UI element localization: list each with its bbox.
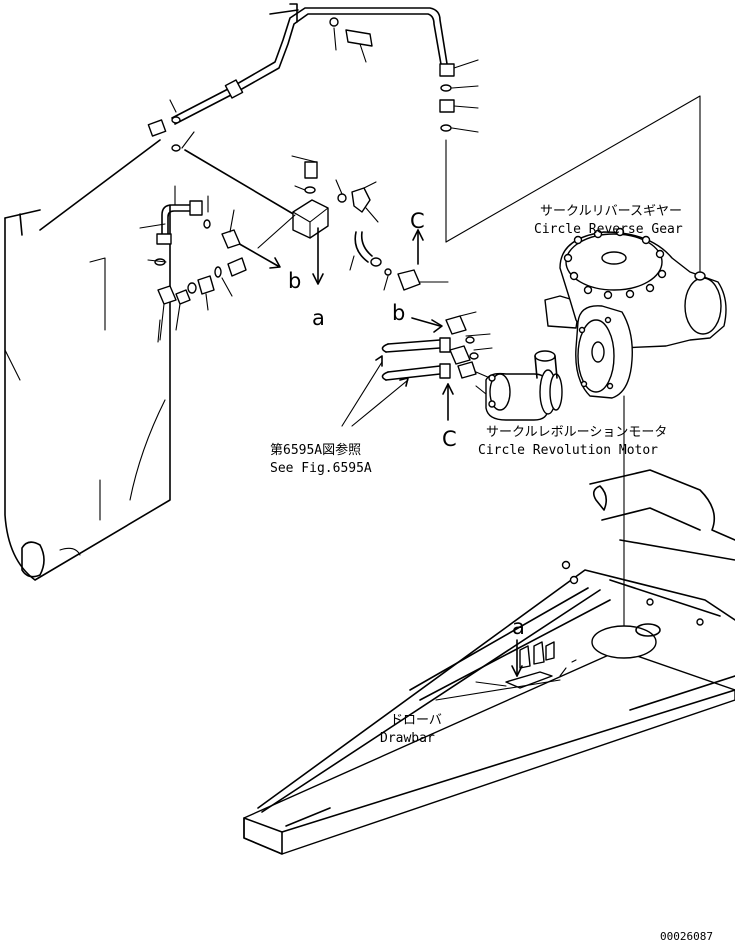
ref-a-label-2: a: [512, 615, 525, 639]
circle-reverse-gear: [445, 95, 727, 641]
ref-c-label-1: C: [410, 209, 425, 233]
figure-number: 00026087: [660, 930, 713, 943]
circle-revolution-motor: [475, 350, 563, 421]
left-fittings-group: [147, 185, 247, 343]
left-frame-outline: [4, 204, 171, 581]
circle-revolution-motor-label-en: Circle Revolution Motor: [478, 443, 658, 458]
drawbar-label-jp: ドローバ: [390, 713, 442, 728]
circle-reverse-gear-label-en: Circle Reverse Gear: [534, 222, 683, 237]
tee-and-block-fittings: [39, 99, 379, 285]
ref-a-label-1: a: [312, 306, 325, 330]
drawbar-label-en: Drawbar: [380, 731, 435, 746]
callout-labels: サークルリバースギヤー Circle Reverse Gear サークルレボルー…: [270, 204, 713, 943]
drawbar: [243, 469, 735, 855]
middle-hoses: [349, 229, 449, 291]
ref-c-label-2: C: [442, 427, 457, 451]
ref-b-label-1: b: [288, 269, 301, 293]
top-hydraulic-pipe: [171, 3, 479, 133]
ref-b-label-2: b: [392, 301, 405, 325]
see-fig-label-jp: 第6595A図参照: [270, 442, 361, 458]
circle-reverse-gear-label-jp: サークルリバースギヤー: [540, 204, 682, 219]
circle-revolution-motor-label-jp: サークルレボルーションモータ: [486, 425, 667, 440]
see-fig-label-en: See Fig.6595A: [270, 461, 372, 476]
lower-hose-assembly: [341, 311, 493, 427]
